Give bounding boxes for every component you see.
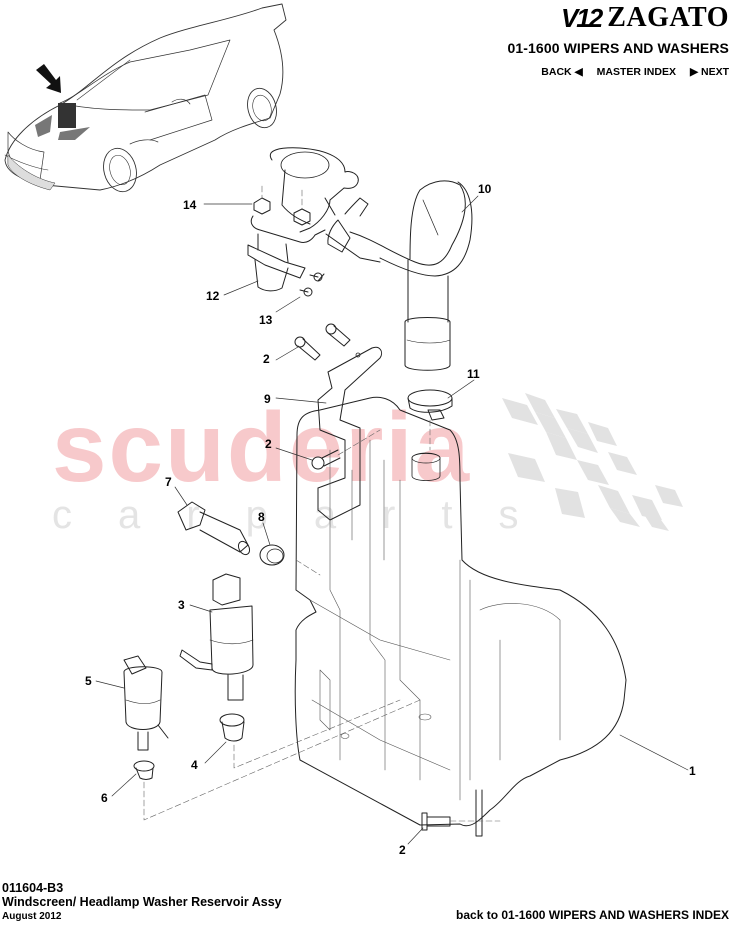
callout-5[interactable]: 5 <box>85 674 92 688</box>
back-to-index-link[interactable]: back to 01-1600 WIPERS AND WASHERS INDEX <box>456 908 729 922</box>
brand-prefix: V12 <box>560 2 603 33</box>
screw-part-2-bottom <box>421 789 483 837</box>
car-locator-illustration <box>4 3 287 193</box>
nav-bar: BACK ◀ MASTER INDEX ▶ NEXT <box>541 66 729 78</box>
callout-12[interactable]: 12 <box>206 289 220 303</box>
bracket-part-12 <box>247 215 326 292</box>
bracket-part-9 <box>317 346 383 521</box>
screw-part-2-top <box>294 323 351 361</box>
leader-10 <box>461 195 479 213</box>
callout-8[interactable]: 8 <box>258 510 265 524</box>
screw-part-2-middle <box>311 449 341 470</box>
back-link[interactable]: BACK ◀ <box>541 66 582 78</box>
reservoir-tank-part-1 <box>294 396 627 827</box>
section-title: 01-1600 WIPERS AND WASHERS <box>507 40 729 56</box>
washer-pump-part-3 <box>179 573 254 701</box>
leader-2a <box>275 346 299 361</box>
level-sensor-part-7 <box>177 501 251 556</box>
triangle-right-icon: ▶ <box>689 66 699 78</box>
locator-arrow-icon <box>36 64 61 93</box>
grommet-part-8 <box>259 544 285 566</box>
callout-13[interactable]: 13 <box>259 313 273 327</box>
leader-9 <box>275 397 327 404</box>
callout-6[interactable]: 6 <box>101 791 108 805</box>
callout-2[interactable]: 2 <box>263 352 270 366</box>
leader-13 <box>275 296 301 313</box>
grommet-part-4 <box>219 713 245 742</box>
callout-1[interactable]: 1 <box>689 764 696 778</box>
washer-pump-part-5 <box>123 655 169 751</box>
leader-1 <box>619 734 689 771</box>
checkered-flag-watermark <box>502 393 683 531</box>
leader-2b <box>275 447 313 461</box>
callout-11[interactable]: 11 <box>467 367 480 381</box>
leader-3 <box>189 604 213 613</box>
next-link[interactable]: ▶ NEXT <box>690 66 729 78</box>
master-index-link[interactable]: MASTER INDEX <box>596 66 676 78</box>
next-label: NEXT <box>700 66 729 78</box>
filler-neck-part <box>269 147 381 263</box>
leader-2c <box>407 827 424 845</box>
hose-clip-part-11 <box>407 389 453 421</box>
leader-5 <box>95 680 125 689</box>
brand-name: ZAGATO <box>607 2 729 33</box>
triangle-left-icon: ◀ <box>574 66 583 78</box>
stud-part-13 <box>299 272 325 297</box>
callout-14[interactable]: 14 <box>183 198 197 212</box>
leader-4 <box>204 741 227 764</box>
callout-2[interactable]: 2 <box>265 437 272 451</box>
leader-8 <box>262 522 271 546</box>
callout-10[interactable]: 10 <box>478 182 492 196</box>
callout-4[interactable]: 4 <box>191 758 198 772</box>
hose-part-10 <box>349 180 473 371</box>
callout-3[interactable]: 3 <box>178 598 185 612</box>
back-label: BACK <box>541 66 572 78</box>
diagram-date: August 2012 <box>2 911 62 922</box>
brand-logo: V12 ZAGATO <box>561 2 729 34</box>
callout-9[interactable]: 9 <box>264 392 271 406</box>
grommet-part-6 <box>133 760 155 780</box>
callout-7[interactable]: 7 <box>165 475 172 489</box>
diagram-code: 011604-B3 <box>2 881 64 895</box>
leader-6 <box>111 773 137 797</box>
leader-7 <box>174 486 188 506</box>
leader-12 <box>223 280 259 296</box>
diagram-title: Windscreen/ Headlamp Washer Reservoir As… <box>2 895 282 909</box>
callout-2[interactable]: 2 <box>399 843 406 857</box>
leader-11 <box>447 379 475 399</box>
